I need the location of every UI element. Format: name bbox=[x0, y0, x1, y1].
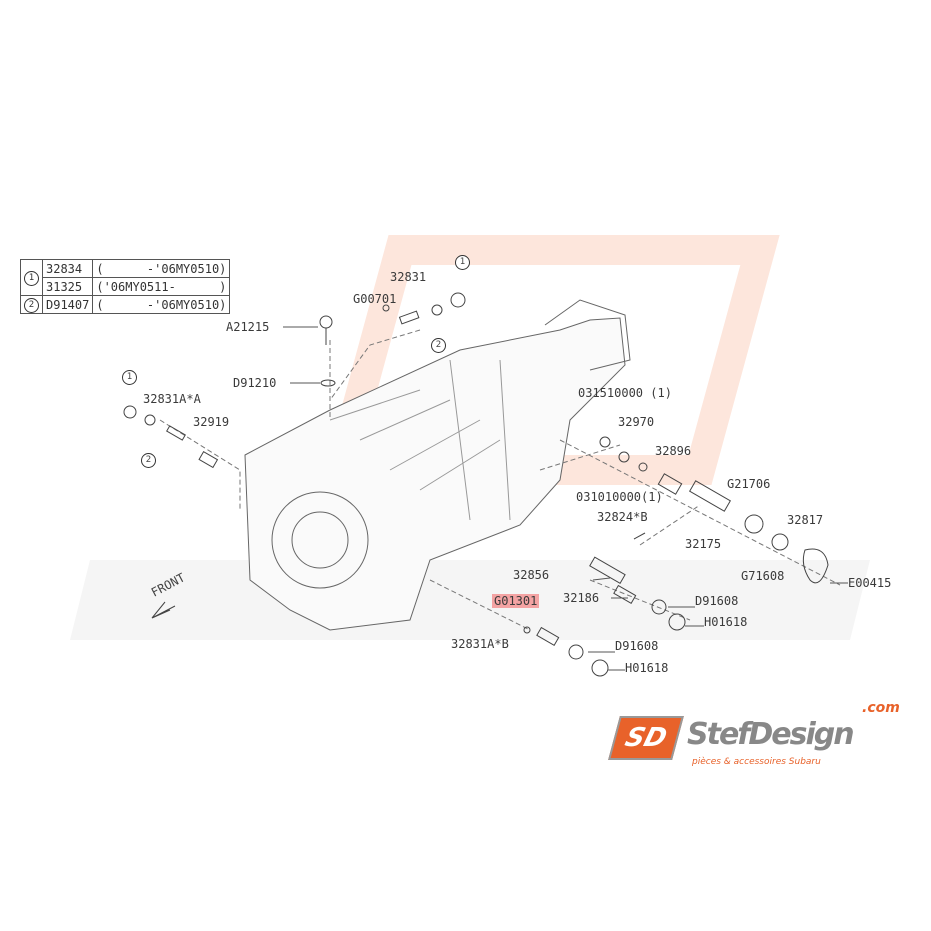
part-label-highlighted[interactable]: G01301 bbox=[492, 594, 540, 608]
legend-range: ('06MY0511- ) bbox=[92, 277, 231, 296]
part-label[interactable]: G21706 bbox=[727, 477, 771, 491]
part-label[interactable]: G00701 bbox=[353, 292, 397, 306]
legend-part: 31325 bbox=[41, 277, 94, 296]
part-label[interactable]: 32831A*B bbox=[451, 637, 509, 651]
part-label[interactable]: 32970 bbox=[618, 415, 655, 429]
logo-mark: SD bbox=[608, 716, 684, 760]
legend-range: ( -'06MY0510) bbox=[92, 259, 231, 278]
circled-2: 2 bbox=[24, 298, 39, 313]
part-label[interactable]: E00415 bbox=[848, 576, 892, 590]
part-label[interactable]: 32817 bbox=[787, 513, 824, 527]
part-label[interactable]: H01618 bbox=[625, 661, 669, 675]
part-label[interactable]: 32919 bbox=[193, 415, 230, 429]
legend-part: 32834 bbox=[41, 259, 94, 278]
legend-row: 2 D91407 ( -'06MY0510) bbox=[20, 295, 231, 314]
legend-range: ( -'06MY0510) bbox=[92, 295, 231, 314]
callout-1: 1 bbox=[455, 255, 470, 270]
part-label[interactable]: D91608 bbox=[615, 639, 659, 653]
legend-marker: 1 bbox=[20, 259, 43, 296]
part-label[interactable]: 32175 bbox=[685, 537, 722, 551]
part-label[interactable]: 32896 bbox=[655, 444, 692, 458]
part-label[interactable]: D91210 bbox=[233, 376, 277, 390]
legend-row: 31325 ('06MY0511- ) bbox=[21, 277, 231, 296]
logo-domain: .com bbox=[862, 700, 900, 716]
logo-tagline: pièces & accessoires Subaru bbox=[692, 757, 821, 767]
part-label[interactable]: 031510000 (1) bbox=[578, 386, 672, 400]
callout-2: 2 bbox=[141, 453, 156, 468]
callout-1: 1 bbox=[122, 370, 137, 385]
part-label[interactable]: 32831A*A bbox=[143, 392, 201, 406]
circled-1: 1 bbox=[24, 271, 39, 286]
legend-marker: 2 bbox=[20, 295, 43, 314]
legend-part: D91407 bbox=[41, 295, 94, 314]
part-label[interactable]: 32856 bbox=[513, 568, 550, 582]
part-label[interactable]: 32831 bbox=[390, 270, 427, 284]
logo-brand: StefDesign bbox=[687, 717, 855, 752]
part-label[interactable]: 32186 bbox=[563, 591, 600, 605]
part-label[interactable]: A21215 bbox=[226, 320, 270, 334]
part-label[interactable]: H01618 bbox=[704, 615, 748, 629]
part-label[interactable]: D91608 bbox=[695, 594, 739, 608]
legend-table: 1 32834 ( -'06MY0510) 31325 ('06MY0511- … bbox=[20, 259, 231, 314]
part-label[interactable]: 32824*B bbox=[597, 510, 648, 524]
stefdesign-logo: SD .com StefDesign pièces & accessoires … bbox=[608, 700, 922, 772]
part-label[interactable]: 031010000(1) bbox=[576, 490, 663, 504]
part-label[interactable]: G71608 bbox=[741, 569, 785, 583]
callout-2: 2 bbox=[431, 338, 446, 353]
legend-row: 1 32834 ( -'06MY0510) bbox=[20, 259, 231, 296]
